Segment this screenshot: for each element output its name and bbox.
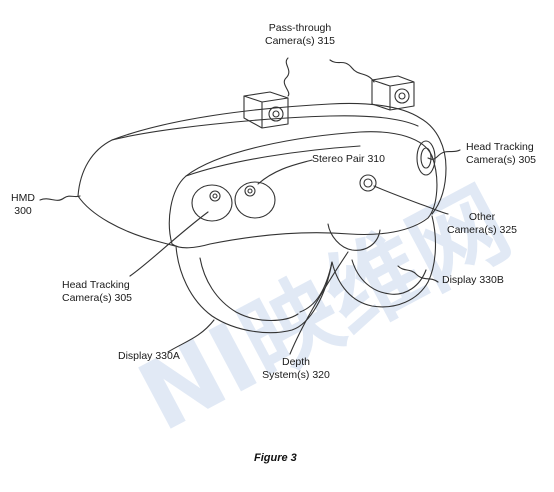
pass-through-lens-right: [395, 89, 409, 103]
display-330b-housing: [332, 216, 435, 307]
hmd-body-lower: [78, 196, 175, 246]
label-display-330a: Display 330A: [118, 350, 180, 362]
label-head-tracking-right-line1: Head Tracking: [466, 141, 534, 153]
label-hmd-line2: 300: [14, 205, 32, 217]
label-other-camera-line1: Other: [468, 211, 496, 223]
leader-head-tracking-left: [130, 212, 208, 276]
label-stereo-pair: Stereo Pair 310: [312, 153, 385, 165]
stereo-camera-left: [192, 185, 232, 221]
display-330b-inner: [352, 260, 426, 294]
figure-caption: Figure 3: [254, 452, 297, 464]
label-pass-through-line2: Camera(s) 315: [264, 35, 336, 47]
leader-other-camera: [374, 186, 448, 214]
pass-through-camera-left: [244, 92, 288, 128]
front-face: [169, 132, 437, 248]
label-other-camera-line2: Camera(s) 325: [446, 224, 518, 236]
leader-hmd: [40, 196, 80, 200]
leader-stereo: [258, 160, 312, 184]
display-330a-inner: [200, 258, 298, 321]
depth-system: [328, 224, 380, 250]
other-camera: [360, 175, 376, 191]
pass-through-lens-left: [269, 107, 283, 121]
leader-display-a: [168, 320, 214, 352]
label-depth-line2: System(s) 320: [262, 369, 330, 381]
leader-pass-through-right: [330, 60, 374, 82]
leader-display-b: [398, 266, 438, 282]
leader-head-tracking-right: [428, 150, 460, 159]
label-head-tracking-left-line1: Head Tracking: [62, 279, 130, 291]
label-hmd-line1: HMD: [11, 192, 35, 204]
display-330a-housing: [176, 246, 332, 333]
stereo-camera-right: [235, 182, 275, 218]
label-pass-through-line1: Pass-through: [268, 22, 332, 34]
label-head-tracking-right-line2: Camera(s) 305: [466, 154, 537, 166]
label-display-330b: Display 330B: [442, 274, 504, 286]
label-head-tracking-left-line2: Camera(s) 305: [62, 292, 133, 304]
leader-pass-through: [284, 58, 289, 96]
hmd-top-ridge: [112, 116, 418, 140]
leader-depth: [290, 252, 348, 354]
label-depth-line1: Depth: [281, 356, 311, 368]
